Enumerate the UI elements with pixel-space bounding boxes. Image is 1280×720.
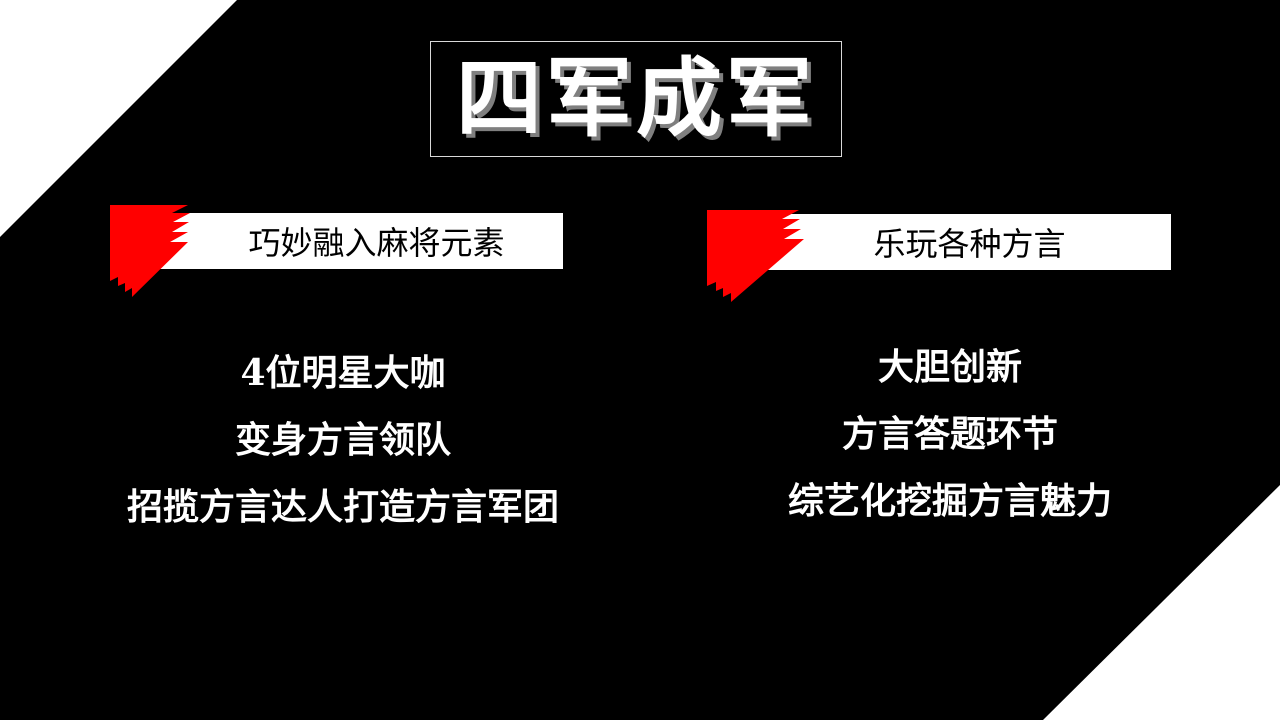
left-heading: 巧妙融入麻将元素 bbox=[248, 224, 505, 262]
left-line-1: 4位明星大咖 bbox=[240, 352, 446, 394]
left-line-2: 变身方言领队 bbox=[234, 419, 451, 461]
left-line-3: 招揽方言达人打造方言军团 bbox=[126, 486, 559, 528]
right-heading: 乐玩各种方言 bbox=[873, 225, 1066, 263]
right-red-flag-icon bbox=[707, 210, 804, 302]
left-heading-banner: 巧妙融入麻将元素 bbox=[160, 213, 563, 269]
right-line-3: 综艺化挖掘方言魅力 bbox=[787, 480, 1112, 522]
title-box: 四军成军 bbox=[430, 41, 842, 157]
right-line-2: 方言答题环节 bbox=[841, 413, 1058, 455]
right-content: 大胆创新 方言答题环节 综艺化挖掘方言魅力 bbox=[670, 334, 1230, 535]
left-red-flag-icon bbox=[110, 205, 190, 297]
right-line-1: 大胆创新 bbox=[877, 346, 1022, 388]
left-content: 4位明星大咖 变身方言领队 招揽方言达人打造方言军团 bbox=[63, 340, 623, 541]
slide-title: 四军成军 bbox=[456, 48, 816, 149]
right-heading-banner: 乐玩各种方言 bbox=[768, 214, 1171, 270]
